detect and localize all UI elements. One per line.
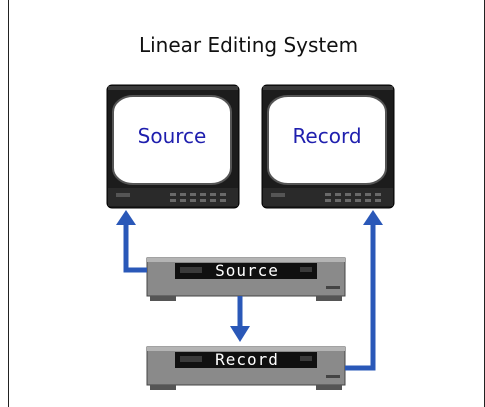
- source-monitor-label: Source: [138, 124, 207, 148]
- arrow-source-deck-to-record-deck: [230, 296, 250, 342]
- source-deck: Source: [146, 257, 346, 301]
- arrow-source-deck-to-source-monitor: [116, 210, 147, 273]
- record-monitor: Record: [261, 84, 395, 209]
- diagram-title: Linear Editing System: [138, 33, 359, 57]
- record-deck-label: Record: [215, 350, 279, 369]
- source-deck-label: Source: [215, 261, 279, 280]
- arrow-record-deck-to-record-monitor: [345, 210, 383, 371]
- record-deck: Record: [146, 346, 346, 390]
- source-monitor: Source: [106, 84, 240, 209]
- record-monitor-label: Record: [292, 124, 361, 148]
